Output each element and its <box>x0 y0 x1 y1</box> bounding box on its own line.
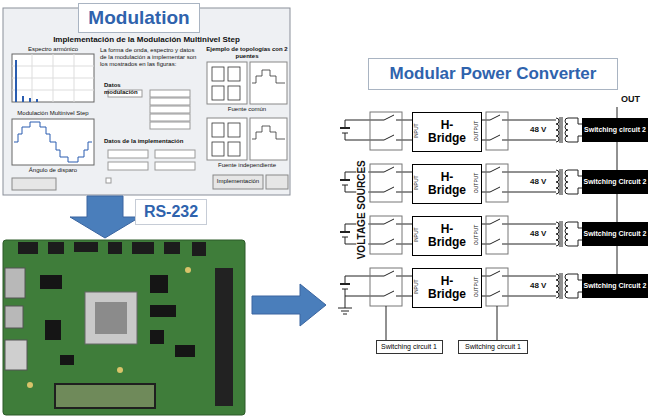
panel-heading: Datos modulación <box>104 82 148 96</box>
h-bridge-box: H- Bridge <box>412 216 482 256</box>
switching-block: Switching Circuit 2 <box>582 274 648 298</box>
h-bridge-box: H- Bridge <box>412 268 482 308</box>
port-label: OUTPUT <box>474 168 480 198</box>
plot-title: Modulación Multinivel Step <box>12 110 94 117</box>
box-text: Modular Power Converter <box>390 65 597 84</box>
panel-heading: Ejemplo de topologías con 2 puentes <box>205 46 289 60</box>
box-text: Switching circuit 1 <box>465 343 521 351</box>
figure-caption: Fuente común <box>205 106 289 113</box>
terminal-label: OUT <box>621 94 640 104</box>
window-title: Implementación de la Modulación Multiniv… <box>5 35 288 44</box>
port-label: INPUT <box>414 220 420 250</box>
box-text: Switching Circuit 2 <box>583 178 646 186</box>
box-text: Switching circuit 2 <box>584 126 646 134</box>
window-text: La forma de onda, espectro y datos de la… <box>100 47 200 68</box>
link-tag: RS-232 <box>135 199 207 225</box>
switching-block: Switching circuit 2 <box>582 118 648 142</box>
box-text: H- Bridge <box>424 223 470 249</box>
h-bridge-box: H- Bridge <box>412 112 482 152</box>
box-text: Modulation <box>88 8 189 29</box>
port-label: INPUT <box>414 272 420 302</box>
switching-label-box: Switching circuit 1 <box>458 340 528 354</box>
plot-title: Espectro armónico <box>12 46 94 53</box>
switching-block: Switching Circuit 2 <box>582 222 648 246</box>
axis-label: Ángulo de disparo <box>12 167 94 174</box>
port-label: INPUT <box>414 116 420 146</box>
switching-block: Switching Circuit 2 <box>582 170 648 194</box>
voltage-label: 48 V <box>530 125 546 134</box>
port-label: OUTPUT <box>474 272 480 302</box>
port-label: INPUT <box>414 168 420 198</box>
vertical-label: VOLTAGE SOURCES <box>356 160 368 260</box>
port-label: OUTPUT <box>474 220 480 250</box>
voltage-label: 48 V <box>530 281 546 290</box>
box-text: Switching Circuit 2 <box>583 230 646 238</box>
voltage-label: 48 V <box>530 177 546 186</box>
h-bridge-box: H- Bridge <box>412 164 482 204</box>
box-text: H- Bridge <box>424 119 470 145</box>
panel-heading: Datos de la implementación <box>104 138 199 145</box>
title-tag: Modular Power Converter <box>368 58 618 90</box>
port-label: OUTPUT <box>474 116 480 146</box>
box-text: RS-232 <box>144 203 198 221</box>
box-text: Switching Circuit 2 <box>583 282 646 290</box>
box-text: Switching circuit 1 <box>381 343 437 351</box>
figure-caption: Fuente independiente <box>205 162 289 169</box>
switching-label-box: Switching circuit 1 <box>376 340 443 354</box>
title-tag: Modulation <box>78 3 200 33</box>
box-text: H- Bridge <box>424 171 470 197</box>
box-text: H- Bridge <box>424 275 470 301</box>
voltage-label: 48 V <box>530 229 546 238</box>
button-label: Implementación <box>213 178 263 185</box>
